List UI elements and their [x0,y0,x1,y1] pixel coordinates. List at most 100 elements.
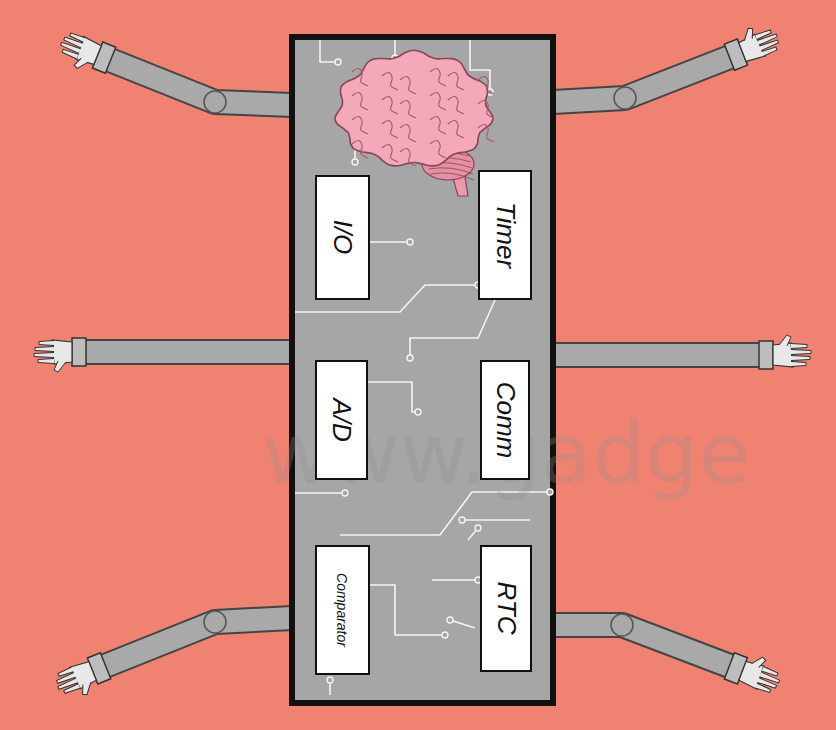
trace [432,579,478,581]
peripheral-box: Timer [478,170,532,300]
trace [450,620,475,628]
trace [410,300,495,358]
finger [58,667,74,677]
finger [762,46,778,56]
gyrus [382,96,398,114]
finger [39,341,54,346]
circuit-traces [295,40,553,695]
finger [791,356,810,361]
arm-outline [100,618,292,668]
peripheral-box: I/O [315,175,370,300]
hand [34,338,86,372]
gyrus [400,148,416,166]
gyrus [478,100,494,118]
via [407,239,413,245]
gyrus [430,140,446,158]
trace [370,585,445,635]
thumb [751,654,766,669]
arm-outline [105,58,292,105]
arm [553,625,735,668]
arm [553,344,765,366]
arm [100,618,292,668]
brain-outline [335,50,493,166]
hand [759,335,811,369]
peripheral-box: A/D [315,360,368,480]
gyrus [352,140,368,158]
gyrus [430,92,446,110]
palm [773,343,793,367]
gyrus [382,144,398,162]
peripheral-box: RTC [480,545,532,672]
gyrus [448,72,464,90]
gyrus [400,100,416,118]
thumb [54,361,66,372]
gyrus [478,76,494,94]
gyrus [478,124,494,142]
elbow [204,91,226,113]
cerebellum-fold [430,173,474,180]
arm-outline [553,55,735,102]
arm [80,341,292,363]
gyrus [448,120,464,138]
gyrus [382,120,398,138]
hand [52,653,113,704]
gyrus [382,72,398,90]
hand [55,28,116,79]
arm-outline [80,339,292,365]
thumb [741,27,756,42]
finger [34,353,54,358]
gyrus [430,68,446,86]
gyrus [448,96,464,114]
via [475,525,481,531]
finger [38,359,54,364]
peripheral-label: A/D [326,398,357,441]
arm [105,58,292,105]
arm-outline [553,342,765,368]
cuff [759,341,773,369]
finger [791,344,807,349]
gyrus [352,92,368,110]
trace [320,40,338,62]
gyrus [352,68,368,86]
thumb [73,57,88,72]
gyrus [352,116,368,134]
peripheral-label: RTC [491,582,522,635]
finger [69,32,85,42]
peripheral-label: Timer [490,202,521,268]
palm [52,340,72,364]
via [352,159,358,165]
finger [35,347,54,352]
arm-outline [553,625,735,668]
via [335,59,341,65]
thumb [779,335,791,346]
via [327,677,333,683]
gyrus [400,124,416,142]
gyrus [400,76,416,94]
via [459,517,465,523]
via [407,355,413,361]
elbow [614,87,636,109]
chip-body [292,37,553,703]
peripheral-label: I/O [327,220,358,255]
trace [462,519,530,521]
via [442,632,448,638]
elbow [204,611,226,633]
hand [722,20,783,71]
via [447,617,453,623]
arms [34,20,811,704]
hand [724,647,785,697]
peripheral-box: Comm [480,360,530,480]
finger [791,362,806,367]
gyrus [430,116,446,134]
peripheral-label: Comm [490,382,521,459]
trace [370,241,410,243]
finger [755,683,771,693]
finger [791,350,811,355]
cuff [72,338,86,366]
thumb [79,682,94,697]
elbow [611,614,633,636]
peripheral-box: Comparator [315,545,370,675]
peripheral-label: Comparator [334,573,350,647]
